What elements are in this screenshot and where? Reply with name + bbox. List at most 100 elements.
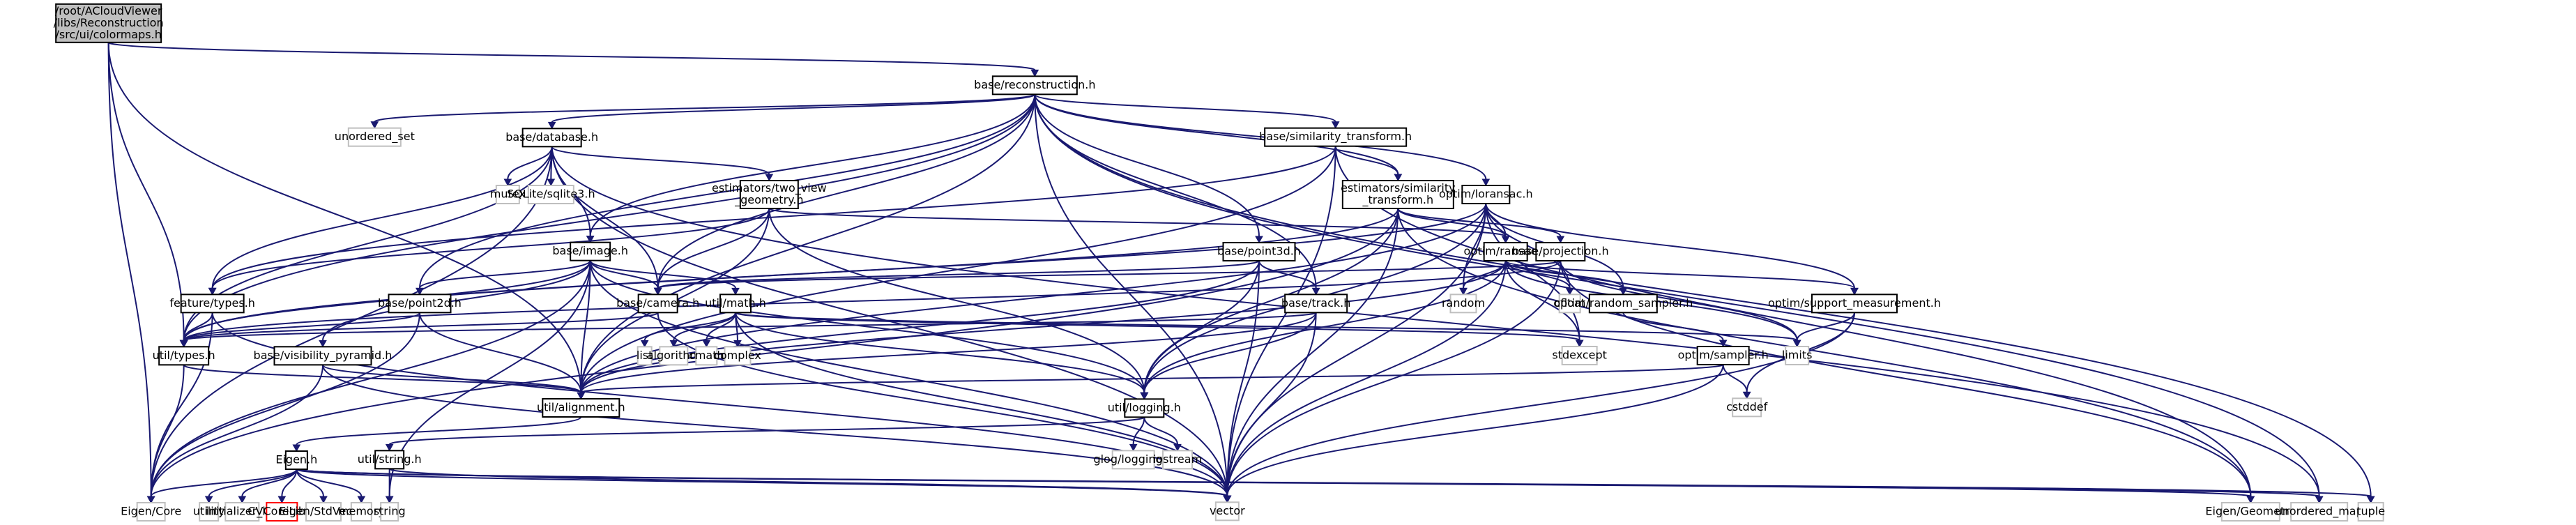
arrowhead-support_measurement-to-limits	[1792, 340, 1801, 348]
node-random-sampler[interactable]: optim/random_sampler.h	[1553, 294, 1693, 314]
node-label: base/point3d.h	[1217, 245, 1301, 258]
edge-loransac-to-alignment	[580, 203, 1487, 393]
node-support-measurement[interactable]: optim/support_measurement.h	[1768, 294, 1941, 314]
edge-image-to-util_types	[183, 260, 591, 341]
node-util-string[interactable]: util/string.h	[358, 450, 422, 470]
node-alignment[interactable]: util/alignment.h	[537, 398, 625, 418]
edge-projection-to-camera	[657, 260, 1562, 289]
node-two-view[interactable]: estimators/two_view_geometry.h	[712, 180, 827, 209]
node-image[interactable]: base/image.h	[552, 241, 628, 261]
edge-root-to-alignment	[107, 42, 582, 393]
arrowhead-loransac-to-ransac	[1501, 236, 1510, 244]
edge-est_similarity-to-projection	[1397, 208, 1562, 237]
node-box	[1535, 242, 1586, 261]
edge-similarity_transform-to-feature_types	[211, 146, 1336, 289]
node-label: optim/ransac.h	[1464, 245, 1548, 258]
edge-point3d-to-track	[1258, 260, 1317, 289]
node-box	[1162, 450, 1193, 470]
edges-layer	[107, 41, 2375, 504]
node-label: iostream	[1153, 452, 1202, 466]
node-projection[interactable]: base/projection.h	[1512, 242, 1609, 261]
arrowhead-logging-to-util_string	[385, 443, 394, 452]
edge-util_types-to-eigen_core	[150, 365, 185, 497]
node-box	[1111, 450, 1155, 470]
node-box	[224, 502, 260, 522]
node-box	[374, 450, 405, 470]
edge-eigen_h-to-utility	[208, 469, 298, 497]
node-initializer-list: initializer_list	[206, 502, 279, 522]
node-box	[1696, 346, 1750, 365]
node-label: vector	[1210, 504, 1245, 517]
node-label: CVCoreLib.h	[247, 505, 316, 518]
node-feature-types[interactable]: feature/types.h	[169, 294, 255, 314]
edge-reconstruction-to-tuple	[1034, 94, 2372, 497]
edge-track-to-util_types	[183, 312, 1317, 342]
node-logging[interactable]: util/logging.h	[1108, 398, 1181, 418]
node-box	[1732, 397, 1762, 418]
edge-reconstruction-to-database	[551, 93, 1036, 123]
node-est-similarity[interactable]: estimators/similarity_transform.h	[1341, 180, 1456, 209]
edge-util_string-to-vector	[388, 468, 1228, 497]
node-label: base/database.h	[505, 130, 598, 144]
node-box	[695, 346, 718, 366]
arrowhead-track-to-logging	[1140, 392, 1149, 400]
node-box	[284, 450, 308, 470]
arrowhead-reconstruction-to-database	[547, 121, 556, 130]
arrowhead-eigen_h-to-utility	[204, 496, 213, 504]
arrowhead-eigen_h-to-eigen_stdvector	[319, 496, 328, 504]
edge-reconstruction-to-unordered_map	[1034, 94, 2320, 497]
arrowhead-two_view-to-feature_types	[208, 287, 217, 296]
edge-database-to-feature_types	[211, 146, 553, 289]
edge-reconstruction-to-vector	[1034, 94, 1228, 496]
arrowhead-eigen_h-to-memory	[357, 496, 366, 504]
node-box	[521, 128, 582, 148]
edge-sampler-to-cstddef	[1722, 364, 1748, 393]
edge-est_similarity-to-ransac	[1397, 208, 1507, 237]
arrowhead-database-to-image	[586, 236, 595, 243]
node-database[interactable]: base/database.h	[505, 128, 598, 148]
edge-two_view-to-ransac	[768, 208, 1507, 237]
edge-image-to-point2d	[419, 260, 591, 289]
node-box	[266, 502, 298, 522]
edge-math-to-list	[643, 312, 736, 341]
arrowhead-logging-to-glog	[1129, 443, 1138, 452]
arrowhead-math-to-cmath	[702, 340, 711, 348]
node-unordered-map: unordered_map	[2276, 502, 2363, 522]
arrowhead-util_string-to-string	[385, 496, 394, 504]
node-label: utility	[193, 505, 225, 518]
node-box	[388, 294, 452, 314]
node-label: util/math.h	[705, 296, 766, 310]
node-label: /libs/Reconstruction	[54, 16, 164, 29]
node-label: memory	[338, 505, 385, 518]
edge-eigen_h-to-memory	[296, 469, 363, 497]
node-similarity-transform[interactable]: base/similarity_transform.h	[1259, 127, 1412, 147]
node-eigen-h[interactable]: Eigen.h	[275, 450, 317, 470]
node-point3d[interactable]: base/point3d.h	[1217, 242, 1301, 261]
edge-est_similarity-to-logging	[1143, 208, 1399, 393]
node-sampler[interactable]: optim/sampler.h	[1678, 346, 1769, 365]
node-label: base/camera.h	[616, 296, 699, 310]
node-util-types[interactable]: util/types.h	[153, 346, 215, 366]
edge-support_measurement-to-vector	[1226, 312, 1855, 496]
node-camera[interactable]: base/camera.h	[616, 294, 699, 314]
edge-image-to-visibility_pyramid	[322, 260, 591, 341]
node-track[interactable]: base/track.h	[1281, 294, 1350, 314]
node-loransac[interactable]: optim/loransac.h	[1439, 185, 1533, 204]
edge-similarity_transform-to-eigen_geometry	[1334, 146, 2252, 497]
node-box	[570, 241, 611, 261]
edge-two_view-to-feature_types	[211, 208, 770, 289]
node-math[interactable]: util/math.h	[705, 294, 766, 314]
node-label: _transform.h	[1362, 193, 1433, 207]
node-ransac[interactable]: optim/ransac.h	[1464, 242, 1548, 261]
node-label: optim/support_measurement.h	[1768, 296, 1941, 310]
node-box	[1341, 180, 1454, 209]
edge-point3d-to-vector	[1226, 260, 1260, 496]
node-box	[55, 3, 162, 43]
edge-eigen_h-to-initializer_list	[241, 469, 298, 497]
node-reconstruction[interactable]: base/reconstruction.h	[974, 75, 1095, 96]
node-box	[637, 294, 678, 314]
arrowhead-eigen_h-to-eigen_core	[146, 496, 155, 504]
node-point2d[interactable]: base/point2d.h	[378, 294, 462, 314]
edge-loransac-to-support_measurement	[1485, 203, 1855, 289]
node-visibility-pyramid[interactable]: base/visibility_pyramid.h	[254, 346, 393, 366]
